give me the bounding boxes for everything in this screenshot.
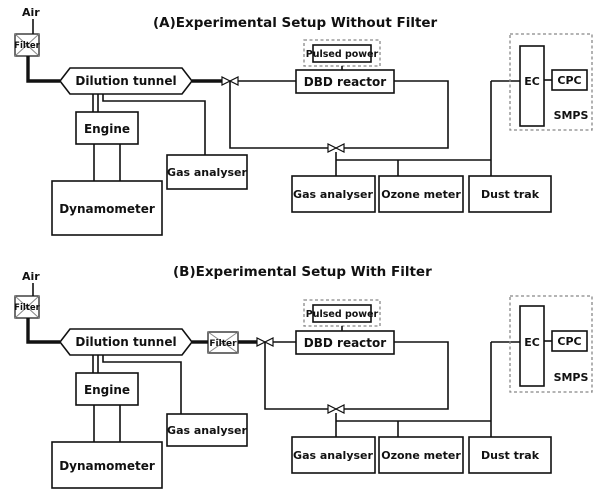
panel-a-smps-label: SMPS xyxy=(554,109,589,122)
panel-a-gas-analyser-left: Gas analyser xyxy=(166,154,248,190)
panel-b-air-label: Air xyxy=(22,270,40,283)
panel-b-engine: Engine xyxy=(75,372,139,406)
panel-b-dbd-reactor: DBD reactor xyxy=(295,330,395,355)
panel-a-gas-analyser: Gas analyser xyxy=(291,175,376,213)
panel-b-inline-filter: Filter xyxy=(207,331,239,354)
panel-b-gas-analyser-label: Gas analyser xyxy=(293,449,373,462)
panel-b-gas-analyser-left: Gas analyser xyxy=(166,413,248,447)
panel-b-pulsed-power-label: Pulsed power xyxy=(306,309,379,320)
panel-a-engine-label: Engine xyxy=(84,122,130,136)
panel-b-smps: EC CPC SMPS xyxy=(509,295,593,393)
panel-b-pulsed-power: Pulsed power xyxy=(303,299,381,327)
panel-a-smps: EC CPC SMPS xyxy=(509,33,593,131)
panel-a-dust-trak-label: Dust trak xyxy=(481,188,540,201)
panel-b-dbd-reactor-label: DBD reactor xyxy=(304,336,386,350)
panel-b-dilution-tunnel: Dilution tunnel xyxy=(58,328,194,356)
panel-a-gas-analyser-label: Gas analyser xyxy=(293,188,373,201)
panel-b-title: (B)Experimental Setup With Filter xyxy=(173,264,432,280)
panel-a-dynamometer: Dynamometer xyxy=(51,180,163,236)
panel-b-ec-label: EC xyxy=(524,336,540,349)
panel-a-dbd-reactor-label: DBD reactor xyxy=(304,75,386,89)
panel-b-gas-analyser-left-label: Gas analyser xyxy=(167,424,247,437)
panel-a-intake-filter-label: Filter xyxy=(14,41,40,51)
panel-b-dynamometer-label: Dynamometer xyxy=(59,459,155,473)
panel-b-dilution-tunnel-label: Dilution tunnel xyxy=(75,335,176,349)
panel-b-dust-trak: Dust trak xyxy=(468,436,552,474)
panel-a-pulsed-power-label: Pulsed power xyxy=(306,49,379,60)
panel-a-title: (A)Experimental Setup Without Filter xyxy=(153,15,438,31)
panel-a-ozone-meter-label: Ozone meter xyxy=(381,188,461,201)
panel-b: (B)Experimental Setup With Filter Air Fi… xyxy=(14,264,593,489)
panel-b-ozone-meter-label: Ozone meter xyxy=(381,449,461,462)
panel-a-engine: Engine xyxy=(75,111,139,145)
panel-a-intake-filter: Filter xyxy=(14,33,41,57)
panel-b-smps-label: SMPS xyxy=(554,371,589,384)
panel-b-intake-filter-label: Filter xyxy=(14,303,40,313)
panel-a-dust-trak: Dust trak xyxy=(468,175,552,213)
panel-b-gas-analyser: Gas analyser xyxy=(291,436,376,474)
panel-a-dbd-reactor: DBD reactor xyxy=(295,69,395,94)
panel-b-inline-filter-label: Filter xyxy=(209,339,237,349)
panel-b-intake-filter: Filter xyxy=(14,295,41,319)
panel-b-dust-trak-label: Dust trak xyxy=(481,449,540,462)
panel-a-ec-label: EC xyxy=(524,75,540,88)
panel-a-dynamometer-label: Dynamometer xyxy=(59,202,155,216)
panel-a-dilution-tunnel: Dilution tunnel xyxy=(58,67,194,95)
panel-a-gas-analyser-left-label: Gas analyser xyxy=(167,166,247,179)
panel-a-air-label: Air xyxy=(22,6,40,19)
panel-b-valve-bottom xyxy=(327,404,345,414)
panel-a-dilution-tunnel-label: Dilution tunnel xyxy=(75,74,176,88)
panel-b-ozone-meter: Ozone meter xyxy=(378,436,464,474)
panel-a-valve-bottom xyxy=(327,143,345,153)
panel-a-pulsed-power: Pulsed power xyxy=(303,39,381,67)
panel-b-cpc-label: CPC xyxy=(557,335,581,348)
panel-b-dynamometer: Dynamometer xyxy=(51,441,163,489)
panel-a-cpc-label: CPC xyxy=(557,74,581,87)
panel-a: (A)Experimental Setup Without Filter Air… xyxy=(14,6,593,236)
panel-b-engine-label: Engine xyxy=(84,383,130,397)
panel-a-ozone-meter: Ozone meter xyxy=(378,175,464,213)
